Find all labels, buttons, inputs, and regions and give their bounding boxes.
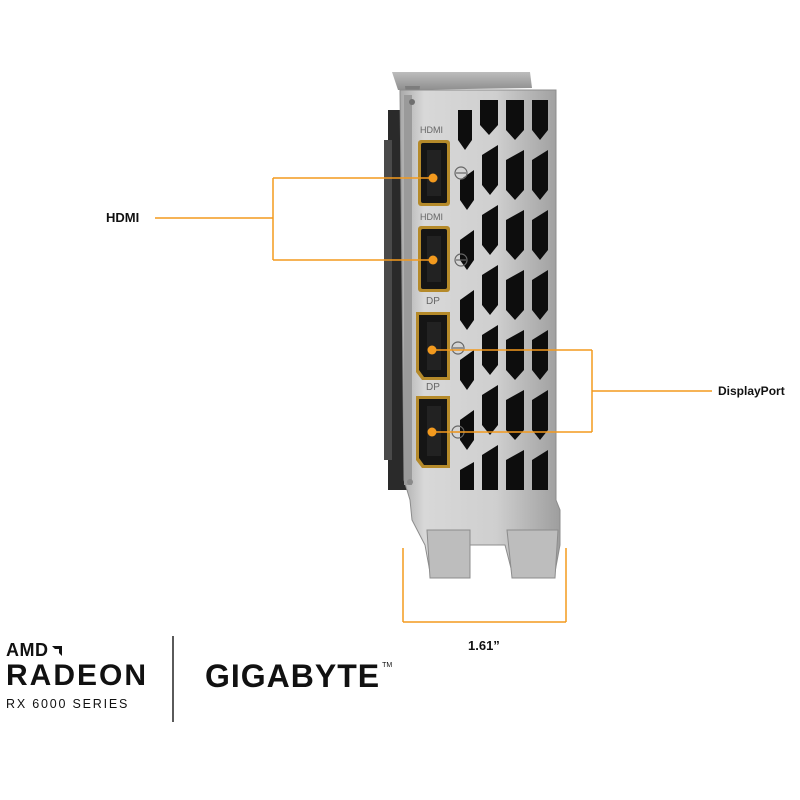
displayport-callout-label: DisplayPort <box>718 384 785 398</box>
bracket-label-dp-1: DP <box>426 296 440 307</box>
amd-radeon-logo: AMD RADEON RX 6000 SERIES <box>6 640 148 711</box>
callout-lines <box>155 177 712 623</box>
radeon-text: RADEON <box>6 659 149 692</box>
bracket-vents <box>458 100 548 490</box>
amd-text: AMD <box>6 640 49 660</box>
displayport-2 <box>416 396 450 468</box>
trademark-text: TM <box>382 662 393 669</box>
rx-series-text: RX 6000 SERIES <box>6 697 130 711</box>
bracket-label-hdmi-1: HDMI <box>420 125 443 135</box>
width-dimension-label: 1.61” <box>468 638 500 653</box>
bracket-label-hdmi-2: HDMI <box>420 212 443 222</box>
amd-wordmark: AMD <box>6 640 148 661</box>
bracket-tab-left <box>426 529 471 579</box>
gigabyte-logo: GIGABYTE TM <box>205 658 392 695</box>
callout-dots <box>427 173 438 437</box>
amd-arrow-icon <box>51 645 62 656</box>
hdmi-callout-label: HDMI <box>106 210 140 225</box>
bracket-tab-right <box>506 529 559 579</box>
gigabyte-text: GIGABYTE <box>205 658 381 694</box>
hdmi-port-1 <box>418 140 450 206</box>
bracket-label-dp-2: DP <box>426 382 440 393</box>
bracket-top-lip <box>392 72 532 90</box>
